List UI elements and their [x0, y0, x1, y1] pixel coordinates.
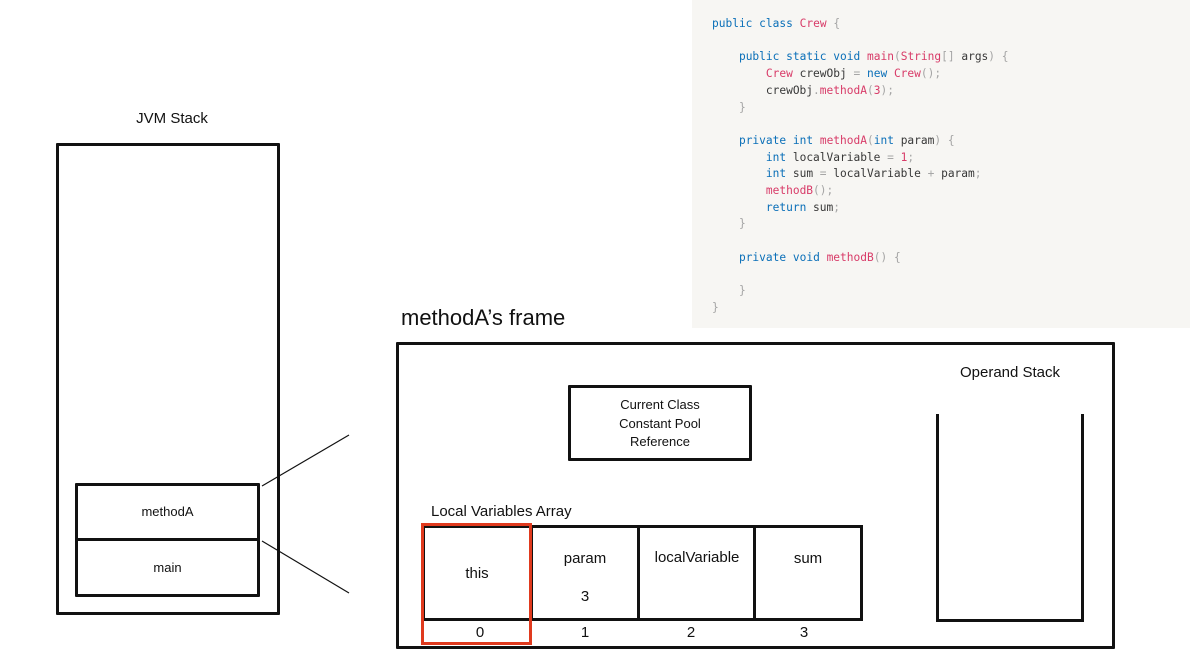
local-var-name-param: param — [563, 550, 607, 567]
constant-pool-box: Current Class Constant Pool Reference — [568, 385, 752, 461]
constant-pool-line-3: Reference — [630, 434, 690, 449]
frame-box — [396, 342, 1115, 649]
jvm-stack-box — [56, 143, 280, 615]
local-var-name-localVariable: localVariable — [654, 549, 740, 566]
jvm-stack-title: JVM Stack — [136, 110, 208, 127]
cell-divider-3 — [753, 525, 756, 621]
local-variables-title: Local Variables Array — [431, 503, 572, 520]
local-var-cell-this: this — [422, 525, 532, 621]
operand-stack-container — [936, 414, 1084, 622]
local-var-index-3: 3 — [799, 624, 809, 641]
connector-line-top — [261, 434, 350, 487]
local-var-index-1: 1 — [580, 624, 590, 641]
constant-pool-line-2: Constant Pool — [619, 416, 701, 431]
code-panel: public class Crew { public static void m… — [692, 0, 1190, 328]
connector-line-bottom — [261, 540, 350, 594]
local-var-cell-sum: sum — [756, 525, 860, 621]
local-var-name-sum: sum — [793, 550, 823, 567]
local-var-index-2: 2 — [686, 624, 696, 641]
stack-frame-main-label: main — [153, 560, 182, 575]
this-highlight — [421, 523, 532, 645]
stack-frame-methodA-label: methodA — [141, 504, 194, 519]
local-var-value-param: 3 — [580, 588, 590, 605]
local-var-cell-localVariable: localVariable — [640, 525, 754, 621]
stack-frame-main: main — [75, 538, 260, 597]
code-block: public class Crew { public static void m… — [712, 17, 1009, 314]
frame-title: methodA’s frame — [401, 305, 566, 330]
local-var-cell-param: param 3 — [532, 525, 638, 621]
local-var-index-0: 0 — [475, 624, 485, 641]
constant-pool-line-1: Current Class — [620, 397, 700, 412]
cell-divider-2 — [637, 525, 640, 621]
local-var-name-this: this — [465, 565, 489, 582]
operand-stack-title: Operand Stack — [959, 364, 1061, 381]
